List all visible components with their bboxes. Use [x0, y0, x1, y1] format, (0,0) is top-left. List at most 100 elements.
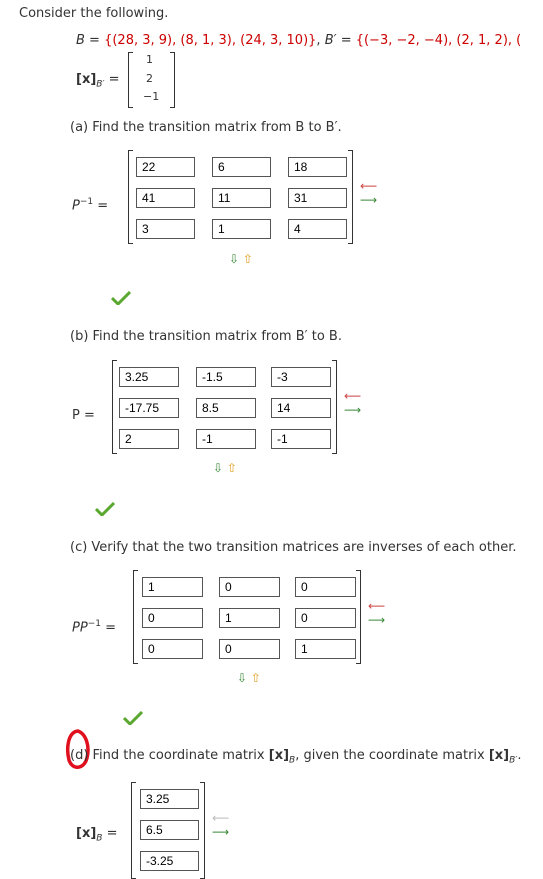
part-b-cell-1-0[interactable]: -17.75 [119, 398, 179, 418]
part-a-cell-0-2[interactable]: 18 [288, 157, 347, 177]
part-d-label: [x]B = [76, 826, 118, 844]
part-c-cell-2-2[interactable]: 1 [295, 639, 356, 659]
add-row-icon[interactable]: ⇩ [229, 252, 240, 266]
xbp-value-2: −1 [143, 90, 160, 103]
part-b-cell-0-0[interactable]: 3.25 [119, 367, 179, 387]
part-a-question: (a) Find the transition matrix from B to… [70, 120, 342, 135]
part-b-row-arrows[interactable]: ⇩ ⇧ [213, 461, 237, 475]
part-a-cell-2-1[interactable]: 1 [212, 219, 271, 239]
add-row-icon[interactable]: ⇩ [213, 461, 224, 475]
part-d-col-arrows[interactable]: ⟵ ⟶ [212, 811, 230, 846]
part-a-cell-2-0[interactable]: 3 [136, 219, 195, 239]
xbp-label: [x]B′ = [76, 72, 120, 90]
part-c-cell-2-1[interactable]: 0 [219, 639, 280, 659]
part-c-cell-1-1[interactable]: 1 [219, 608, 280, 628]
part-b-cell-2-0[interactable]: 2 [119, 429, 179, 449]
part-b-cell-1-1[interactable]: 8.5 [196, 398, 256, 418]
part-a-cell-2-2[interactable]: 4 [288, 219, 347, 239]
part-a-label: P−1 = [72, 197, 108, 213]
part-c-question: (c) Verify that the two transition matri… [70, 540, 517, 555]
part-d-right-bracket [200, 782, 205, 879]
part-c-eq: = [100, 620, 116, 636]
part-c-col-arrows[interactable]: ⟵ ⟶ [368, 599, 386, 634]
part-a-col-arrows[interactable]: ⟵ ⟶ [360, 179, 378, 214]
part-b-cell-1-2[interactable]: 14 [271, 398, 331, 418]
part-d-cell-0[interactable]: 3.25 [140, 789, 199, 809]
part-d-cell-1[interactable]: 6.5 [140, 820, 199, 840]
xbp-value-0: 1 [146, 53, 153, 66]
add-column-icon[interactable]: ⟶ [360, 193, 378, 207]
part-a-cell-1-0[interactable]: 41 [136, 188, 195, 208]
part-a-cell-1-2[interactable]: 31 [288, 188, 347, 208]
bp-value: {(−3, −2, −4), (2, 1, 2), ( [355, 33, 522, 48]
b-label: B = [76, 33, 105, 48]
remove-column-icon[interactable]: ⟵ [360, 179, 378, 193]
part-c-cell-0-2[interactable]: 0 [295, 577, 356, 597]
add-column-icon[interactable]: ⟶ [212, 825, 230, 839]
remove-column-icon[interactable]: ⟵ [212, 811, 230, 825]
part-c-cell-0-1[interactable]: 0 [219, 577, 280, 597]
part-d-q-prefix: (d) Find the coordinate matrix [70, 748, 269, 763]
problem-header: Consider the following. [19, 6, 169, 21]
add-column-icon[interactable]: ⟶ [368, 613, 386, 627]
basis-sep: , [316, 33, 325, 48]
part-b-question: (b) Find the transition matrix from B′ t… [70, 329, 342, 344]
part-a-eq: = [93, 198, 109, 214]
part-b-col-arrows[interactable]: ⟵ ⟶ [344, 389, 362, 424]
xbp-left-bracket [128, 52, 133, 108]
bp-label: B′ = [324, 33, 356, 48]
part-b-label: P = [72, 408, 95, 423]
part-a-row-arrows[interactable]: ⇩ ⇧ [229, 252, 253, 266]
part-d-left-bracket [131, 782, 136, 879]
part-b-right-bracket [332, 360, 337, 454]
xbp-value-1: 2 [146, 72, 153, 85]
part-a-left-bracket [128, 150, 133, 244]
part-d-q-xb: [x] [268, 748, 290, 763]
part-d-q-subbp: B′ [509, 755, 518, 766]
remove-row-icon[interactable]: ⇧ [242, 252, 253, 266]
part-c-sup: −1 [87, 619, 101, 629]
part-a-sup: −1 [79, 197, 94, 207]
part-b-cell-2-2[interactable]: -1 [271, 429, 331, 449]
remove-column-icon[interactable]: ⟵ [368, 599, 386, 613]
part-d-q-subb: B [289, 755, 296, 766]
part-d-xb-label: [x] [76, 826, 97, 841]
part-b-cell-2-1[interactable]: -1 [196, 429, 256, 449]
part-b-cell-0-2[interactable]: -3 [271, 367, 331, 387]
basis-line: B = {(28, 3, 9), (8, 1, 3), (24, 3, 10)}… [76, 33, 521, 48]
remove-column-icon[interactable]: ⟵ [344, 389, 362, 403]
part-c-label: PP−1 = [72, 619, 116, 635]
part-a-correct-check-icon [111, 291, 131, 305]
xbp-eq: = [104, 72, 120, 87]
remove-row-icon[interactable]: ⇧ [250, 671, 261, 685]
part-b-left-bracket [112, 360, 117, 454]
part-c-row-arrows[interactable]: ⇩ ⇧ [237, 671, 261, 685]
part-d-cell-2[interactable]: -3.25 [140, 851, 199, 871]
add-column-icon[interactable]: ⟶ [344, 403, 362, 417]
xbp-right-bracket [170, 52, 175, 108]
part-d-q-end: . [517, 748, 522, 763]
part-a-cell-0-1[interactable]: 6 [212, 157, 271, 177]
part-c-cell-2-0[interactable]: 0 [142, 639, 203, 659]
part-b-cell-0-1[interactable]: -1.5 [196, 367, 256, 387]
remove-row-icon[interactable]: ⇧ [226, 461, 237, 475]
part-c-cell-0-0[interactable]: 1 [142, 577, 203, 597]
part-a-cell-1-1[interactable]: 11 [212, 188, 271, 208]
part-a-p: P [72, 198, 80, 214]
xbp-sub: B′ [96, 79, 105, 90]
part-c-cell-1-0[interactable]: 0 [142, 608, 203, 628]
part-c-left-bracket [133, 570, 138, 664]
add-row-icon[interactable]: ⇩ [237, 671, 248, 685]
part-b-correct-check-icon [95, 502, 115, 516]
xbp-bracket-text: [x] [76, 72, 97, 87]
part-d-q-xbp: [x] [488, 748, 510, 763]
part-d-sub: B [96, 833, 103, 844]
part-d-question: (d) Find the coordinate matrix [x]B, giv… [70, 748, 522, 766]
part-a-right-bracket [348, 150, 353, 244]
part-c-cell-1-2[interactable]: 0 [295, 608, 356, 628]
part-d-q-mid: , given the coordinate matrix [295, 748, 489, 763]
part-c-right-bracket [356, 570, 361, 664]
part-a-cell-0-0[interactable]: 22 [136, 157, 195, 177]
part-c-correct-check-icon [123, 711, 143, 725]
handwritten-circle-annotation-icon [65, 729, 90, 769]
